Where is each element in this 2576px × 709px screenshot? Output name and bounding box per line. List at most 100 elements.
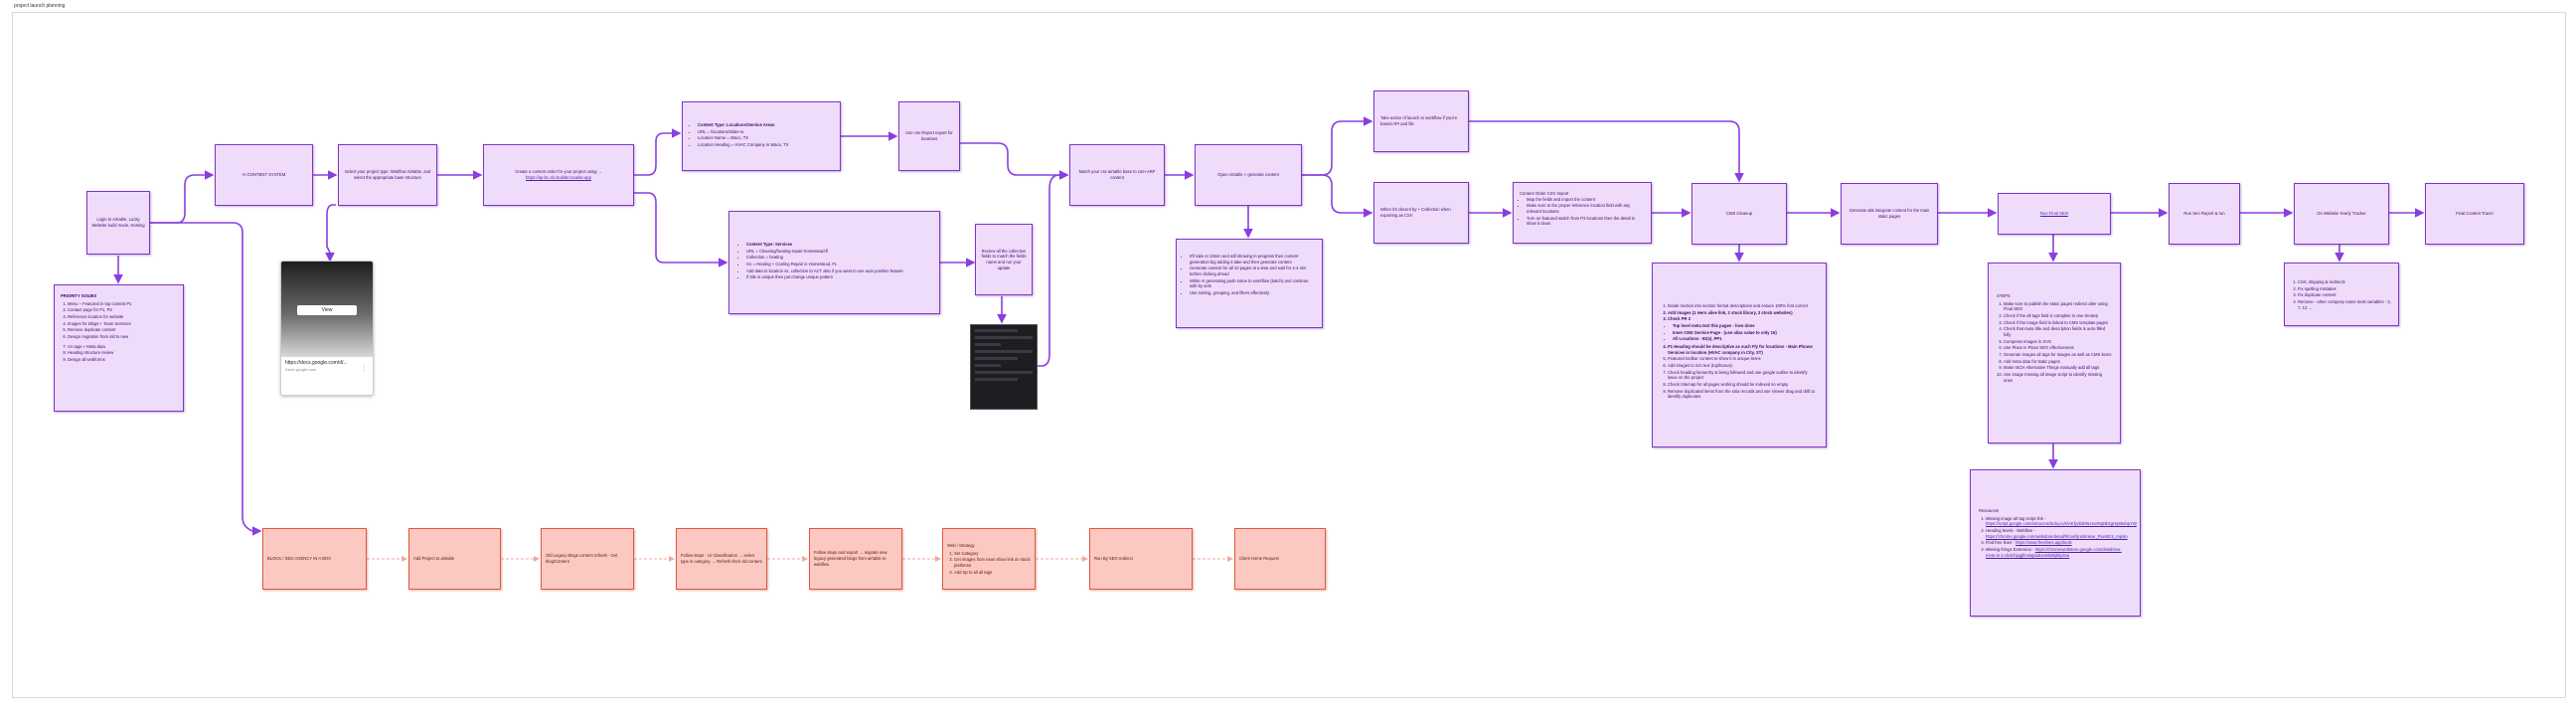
edge-create-loctop bbox=[634, 128, 682, 176]
node-create-content-order[interactable]: Create a content order for your project … bbox=[483, 144, 634, 206]
cleanup-item: P1 Heading should be descriptive as such… bbox=[1668, 344, 1818, 355]
csv-match-text: Match your csv airtable base to com-ARF … bbox=[1078, 169, 1156, 180]
edge-select-card bbox=[325, 204, 336, 263]
node-seo-tracker[interactable]: On Website Yearly Tracker bbox=[2294, 183, 2389, 245]
pipeline-step-text: Web / Strategy bbox=[947, 543, 975, 548]
node-select-template[interactable]: Select your project type: Webflow Airtab… bbox=[338, 144, 437, 206]
more-options-icon[interactable]: ⋮ bbox=[361, 366, 367, 372]
location-top-item: Location Heading = HVAC Company in Waco,… bbox=[698, 142, 832, 148]
pipeline-step-7[interactable]: Run By SEO redirect bbox=[1089, 528, 1193, 590]
create-content-text: Create a content order for your project … bbox=[515, 169, 602, 175]
thumbnail-line bbox=[975, 357, 1018, 360]
pipeline-subitem: Set Category bbox=[954, 551, 1031, 557]
location-top-item: Location Name = Waco, TX bbox=[698, 135, 832, 141]
seo-steps-title: STEPS bbox=[1997, 293, 2011, 298]
node-cms-cleanup[interactable]: CMS Cleanup bbox=[1691, 183, 1787, 245]
pipeline-step-3[interactable]: Old Legacy Blogs content refresh - Get b… bbox=[541, 528, 634, 590]
priority-item: Design migration from old to new bbox=[68, 334, 177, 340]
csv-import-item: Make sure to the proper reference locati… bbox=[1527, 203, 1645, 214]
node-seo-steps[interactable]: STEPS Make sure to publish the static pa… bbox=[1988, 263, 2121, 443]
pipeline-step-4[interactable]: Follow steps - UI Classification → selec… bbox=[676, 528, 767, 590]
node-priority-issues[interactable]: PRIORITY ISSUES Menu – Featured in top c… bbox=[54, 284, 184, 412]
export-csv-text: Use csv Report export for locations bbox=[905, 130, 953, 141]
screenshot-thumbnail[interactable] bbox=[970, 324, 1038, 410]
resource-label: Heading levels - Webflow - bbox=[1986, 528, 2035, 534]
node-final-report[interactable]: Final Content Tracer bbox=[2425, 183, 2524, 245]
run-final-seo-text[interactable]: Run Final SEO bbox=[2040, 211, 2068, 217]
tracker-item: Fix duplicate content bbox=[2298, 292, 2392, 298]
pipeline-step-6[interactable]: Web / Strategy Set Category Get images f… bbox=[942, 528, 1036, 590]
pipeline-subitem: Add Sp to all all tags bbox=[954, 570, 1031, 576]
link-preview-view-button[interactable]: View bbox=[297, 305, 357, 315]
node-ai-content-system[interactable]: AI CONTENT SYSTEM bbox=[215, 144, 313, 206]
edge-login-pipeline bbox=[150, 222, 262, 536]
node-run-final-seo[interactable]: Run Final SEO bbox=[1998, 193, 2111, 235]
airtable-note-item: Generate content for all 10 pages at a t… bbox=[1190, 266, 1316, 276]
node-generate-alt[interactable]: Generate alts integrate content for the … bbox=[1841, 183, 1938, 245]
location-bottom-item: If title is unique then put change uniqu… bbox=[746, 274, 929, 280]
pipeline-step-text: Follow steps and export → migrate new le… bbox=[814, 550, 887, 567]
seo-step-item: Use image missing all image script to id… bbox=[2004, 372, 2112, 383]
pipeline-step-text: Follow steps - UI Classification → selec… bbox=[681, 553, 762, 564]
thumbnail-line bbox=[975, 343, 1002, 346]
location-bottom-item: Content Type: Services bbox=[746, 242, 929, 248]
location-bottom-item: Collection = heating bbox=[746, 255, 929, 261]
resource-item: Missing things Extension - https://chrom… bbox=[1986, 547, 2132, 558]
location-top-item: Content Type: Locations/Service Areas bbox=[698, 122, 832, 128]
csv-import-item: Map the fields and import the content bbox=[1527, 197, 1645, 203]
resource-link[interactable]: https://chrome.google.com/webstore/detai… bbox=[1986, 533, 2128, 539]
resource-link[interactable]: https://chromewebstore.google.com/detail… bbox=[1986, 547, 2122, 558]
node-login[interactable]: Login to Airtable, Lucky Website build m… bbox=[86, 191, 150, 255]
cleanup-item: Check Sitemap for all pages working shou… bbox=[1668, 382, 1818, 388]
seo-tracker-text: On Website Yearly Tracker bbox=[2317, 211, 2366, 217]
node-csv-import[interactable]: Content Order CSV Import Map the fields … bbox=[1513, 182, 1652, 244]
node-csv-match[interactable]: Match your csv airtable base to com-ARF … bbox=[1069, 144, 1165, 206]
seo-step-item: Check if the all tags field is complete … bbox=[2004, 313, 2112, 319]
priority-item: Menu – Featured in top content P1 bbox=[68, 301, 177, 307]
location-bottom-item: H1 = Heating + Cooling Repair in Homeste… bbox=[746, 262, 929, 267]
node-cms-connect[interactable]: When it's decent by + Collection when ex… bbox=[1373, 182, 1469, 244]
node-resources[interactable]: Resources Missing image alt tag script l… bbox=[1970, 469, 2141, 617]
node-location-content[interactable]: Content Type: Locations/Service Areas UR… bbox=[682, 101, 841, 171]
priority-item: Reference location for website bbox=[68, 314, 177, 320]
node-export-csv[interactable]: Use csv Report export for locations bbox=[898, 101, 960, 171]
node-run-seo-report[interactable]: Run Seo Report & run bbox=[2169, 183, 2240, 245]
link-preview-url[interactable]: https://docs.google.com/d/... bbox=[285, 360, 348, 366]
pipeline-step-2[interactable]: Add Project to airtable bbox=[408, 528, 501, 590]
seo-step-item: Make ISCH Alternative Things manually ad… bbox=[2004, 365, 2112, 371]
pipeline-subitem: Get images from neon show link on stock … bbox=[954, 557, 1031, 568]
resource-item: Missing image alt tag script link - http… bbox=[1986, 515, 2137, 527]
node-services-content[interactable]: Content Type: Services URL = Cleaning/he… bbox=[728, 211, 940, 314]
node-airtable-generate[interactable]: Open Airtable > generate content bbox=[1195, 144, 1302, 206]
cleanup-item: Check PR 2 bbox=[1668, 316, 1818, 322]
tracker-item: Fix spelling mistakes bbox=[2298, 286, 2392, 292]
node-review-collection[interactable]: Review all the collection fields to matc… bbox=[975, 224, 1033, 295]
node-tracker-checklist[interactable]: CSS, shipping & redirects Fix spelling m… bbox=[2284, 263, 2399, 326]
node-airtable-notes[interactable]: It'll take AI 10min and will showing in … bbox=[1176, 239, 1323, 328]
cleanup-subitem: Inner CMS Service Page - (use alias valu… bbox=[1673, 330, 1818, 336]
resource-label: Missing things Extension - bbox=[1986, 547, 2035, 553]
resource-link[interactable]: https://script.google.com/a/macros/lucky… bbox=[1986, 521, 2137, 527]
pipeline-step-5[interactable]: Follow steps and export → migrate new le… bbox=[809, 528, 902, 590]
airtable-generate-text: Open Airtable > generate content bbox=[1217, 172, 1279, 178]
pipeline-step-8[interactable]: Client Home Request bbox=[1234, 528, 1326, 590]
create-content-link[interactable]: https://ap-bc.cfe.builder.lovable.app bbox=[526, 175, 591, 180]
seo-step-item: Make sure to publish the static pages re… bbox=[2004, 301, 2112, 312]
pipeline-step-text: Add Project to airtable bbox=[413, 556, 455, 562]
resource-link[interactable]: https://www.freelines.app/tools bbox=[2015, 540, 2072, 546]
seo-step-item: Add meta data for static pages bbox=[2004, 359, 2112, 365]
node-take-action[interactable]: Take action of launch to workflow if you… bbox=[1373, 90, 1469, 152]
run-seo-report-text: Run Seo Report & run bbox=[2183, 211, 2225, 217]
final-report-text: Final Content Tracer bbox=[2456, 211, 2494, 217]
node-cleanup-checklist[interactable]: Divide section into section format descr… bbox=[1652, 263, 1827, 447]
resource-label: Missing image alt tag script link - bbox=[1986, 515, 2046, 521]
link-preview-card[interactable]: View https://docs.google.com/d/... Drive… bbox=[280, 261, 374, 396]
cleanup-item: Add images (1 Hero alive link, 2 stock l… bbox=[1668, 310, 1818, 316]
pipeline-step-text: Old Legacy Blogs content refresh - Get b… bbox=[546, 553, 618, 564]
pipeline-step-1[interactable]: BLOCK / SEO AGENCY IN A BOX bbox=[262, 528, 367, 590]
edge-airtable-cms bbox=[1302, 174, 1373, 218]
cleanup-item: Divide section into section format descr… bbox=[1668, 303, 1818, 309]
tracker-item: Remove - other company name tools variab… bbox=[2298, 299, 2392, 310]
canvas-frame bbox=[12, 12, 2566, 698]
